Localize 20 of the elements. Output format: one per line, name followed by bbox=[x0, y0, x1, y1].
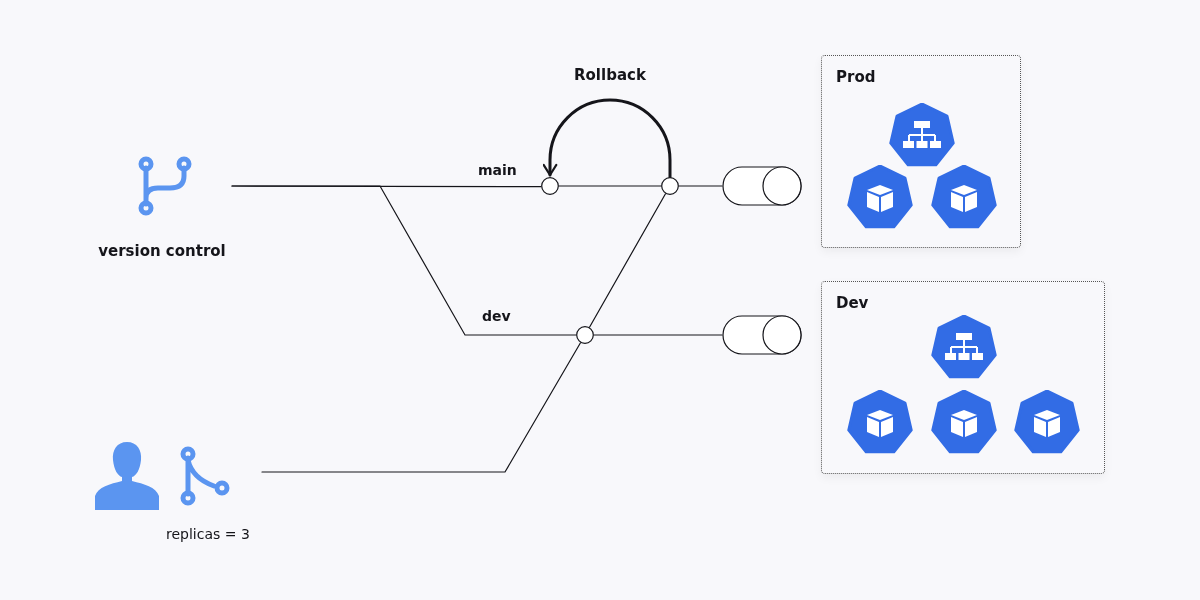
connector-line bbox=[261, 342, 582, 473]
panel-title: Dev bbox=[836, 294, 869, 312]
connector-line bbox=[588, 193, 667, 328]
connector-line bbox=[678, 185, 723, 187]
edge-label: dev bbox=[480, 308, 513, 324]
commit-circle bbox=[576, 326, 594, 344]
rollback-arrow bbox=[542, 98, 672, 179]
cylinder-shape bbox=[722, 166, 802, 206]
environment-panel bbox=[821, 281, 1105, 474]
panel-title: Prod bbox=[836, 68, 876, 86]
cylinder-shape bbox=[722, 315, 802, 355]
node-label: version control bbox=[97, 242, 227, 260]
edge-label: main bbox=[476, 162, 519, 178]
environment-panel bbox=[821, 55, 1021, 248]
commit-circle bbox=[541, 177, 559, 195]
node-label: replicas = 3 bbox=[166, 526, 250, 542]
branch-line bbox=[231, 185, 577, 336]
connector-line bbox=[593, 334, 723, 336]
commit-circle bbox=[661, 177, 679, 195]
connector-line bbox=[558, 185, 662, 187]
